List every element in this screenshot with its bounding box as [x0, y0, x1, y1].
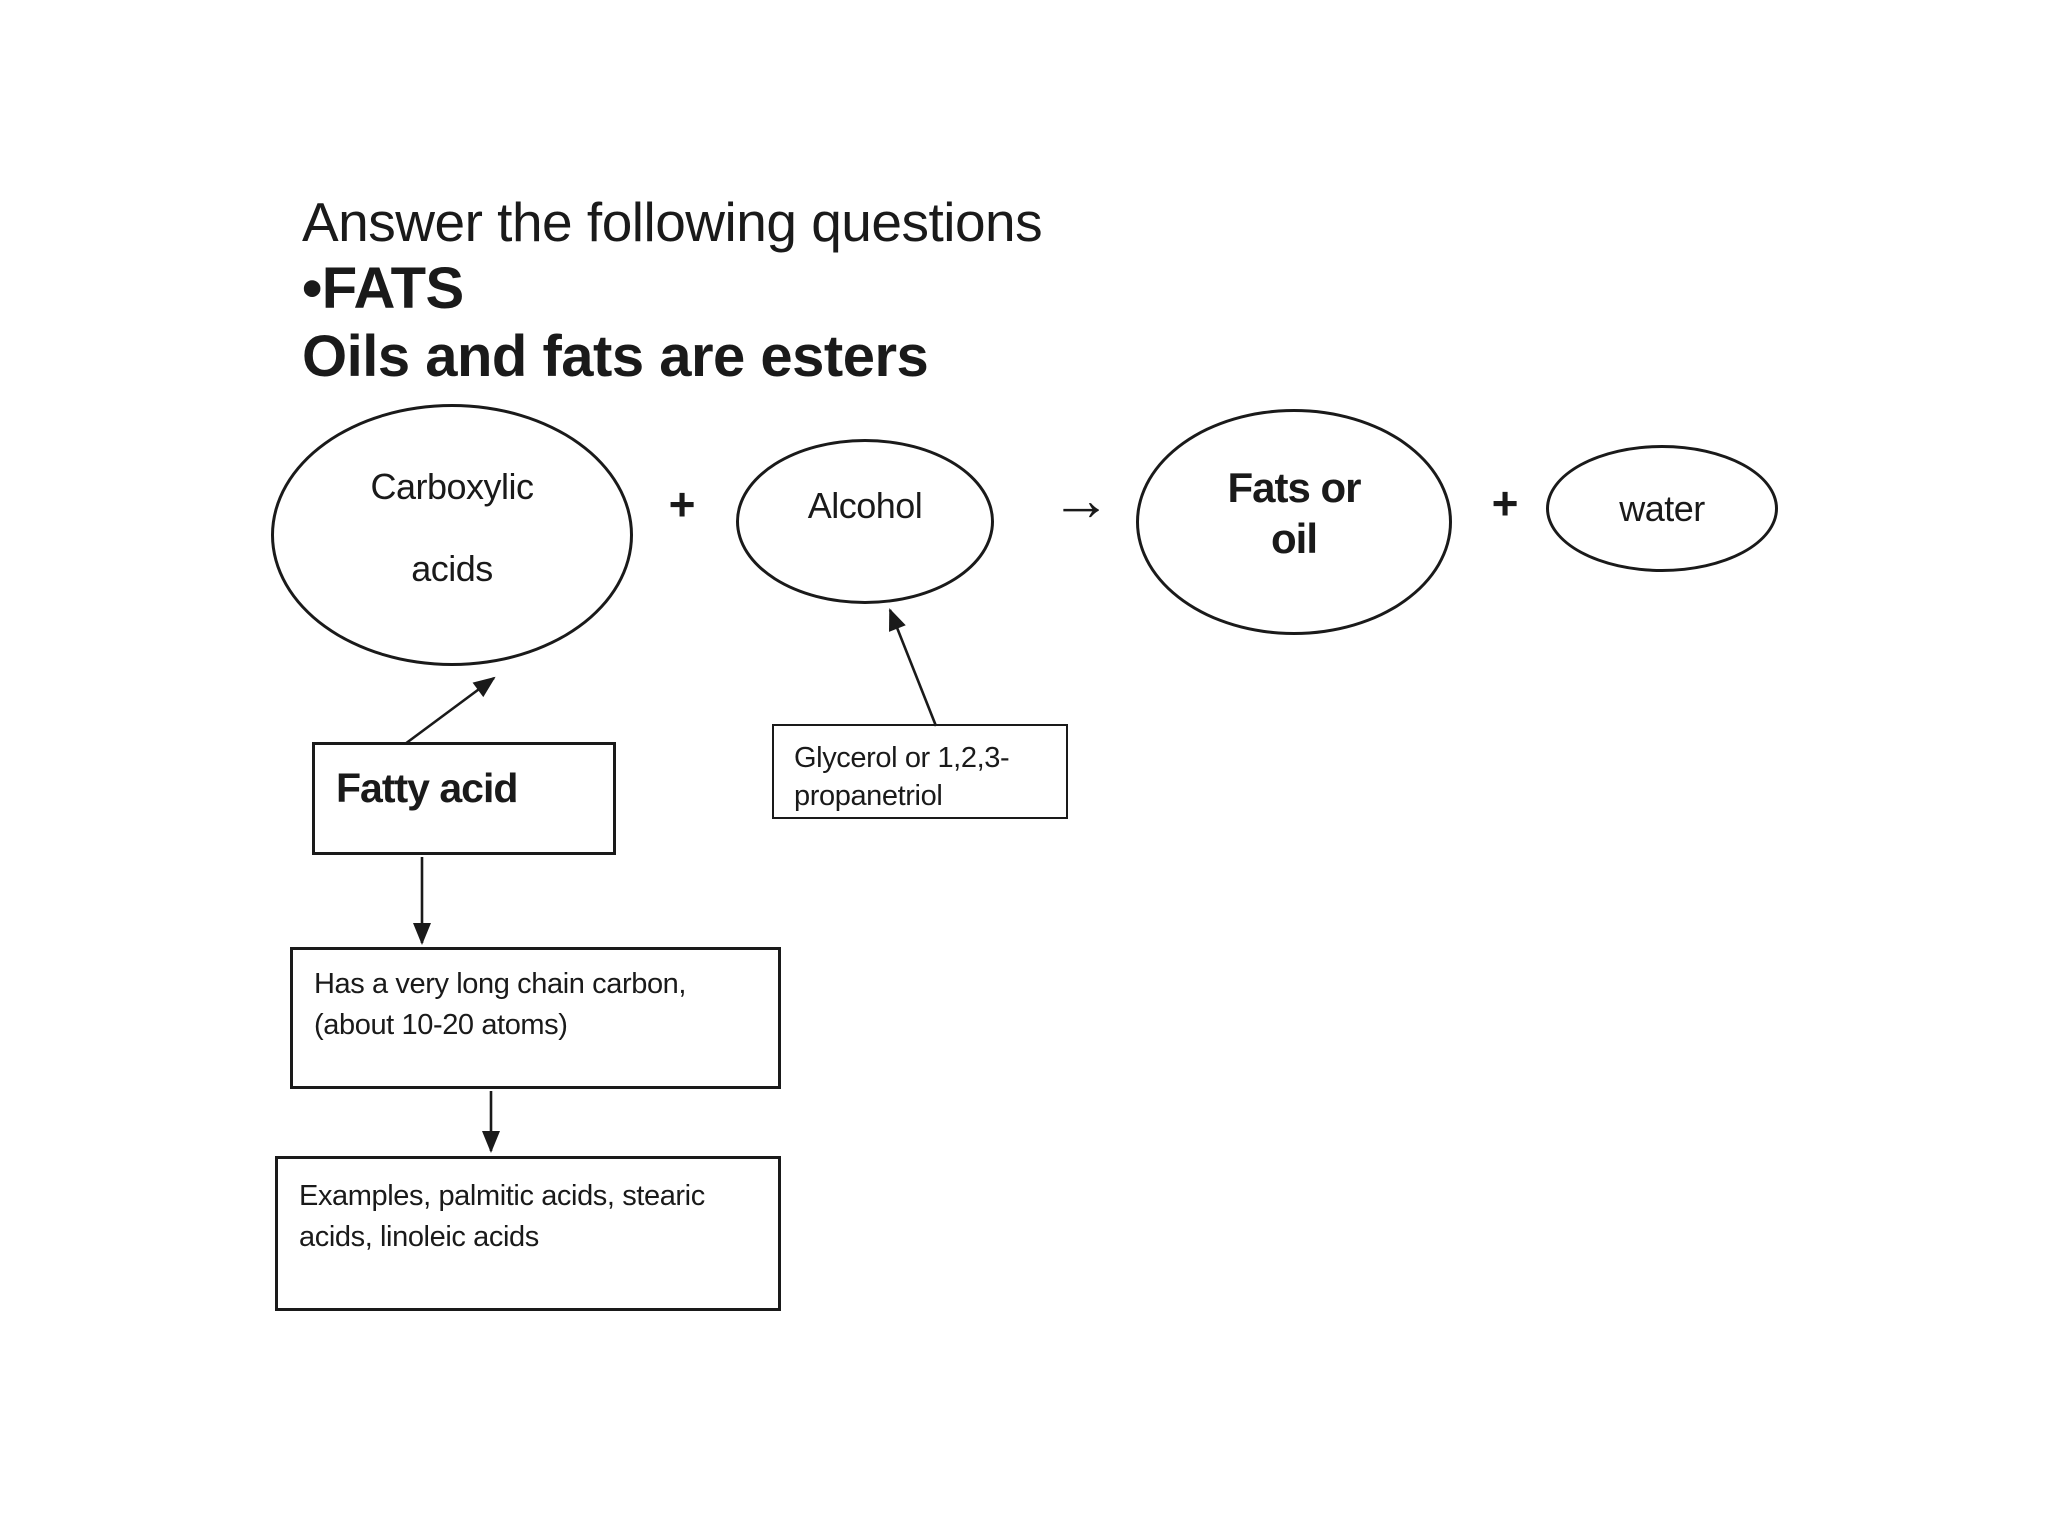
arrow-glycerol-to-alcohol [888, 608, 938, 727]
examples-label-line2: acids, linoleic acids [299, 1221, 539, 1253]
examples-label-line1: Examples, palmitic acids, stearic [299, 1180, 705, 1212]
long-chain-box: Has a very long chain carbon, (about 10-… [290, 947, 781, 1089]
carboxylic-acids-ellipse: Carboxylic acids [271, 404, 633, 666]
water-ellipse: water [1546, 445, 1778, 572]
alcohol-ellipse: Alcohol [736, 439, 994, 604]
fatty-acid-box: Fatty acid [312, 742, 616, 855]
yields-arrow-icon: → [1051, 466, 1111, 533]
glycerol-box: Glycerol or 1,2,3- propanetriol [772, 724, 1068, 819]
long-chain-label-line2: (about 10-20 atoms) [314, 1009, 568, 1041]
long-chain-label-line1: Has a very long chain carbon, [314, 968, 687, 1000]
fats-label-line2: oil [1271, 515, 1318, 562]
fatty-acid-label: Fatty acid [336, 765, 518, 811]
bullet-heading-fats: •FATS [302, 256, 464, 321]
examples-box: Examples, palmitic acids, stearic acids,… [275, 1156, 781, 1311]
glycerol-label-line2: propanetriol [794, 780, 943, 812]
subtitle-oils-esters: Oils and fats are esters [302, 324, 929, 389]
slide-title: Answer the following questions [302, 191, 1043, 253]
water-label: water [1619, 487, 1705, 529]
plus-operator-2: + [1491, 477, 1519, 529]
glycerol-label-line1: Glycerol or 1,2,3- [794, 742, 1010, 774]
carboxylic-label-line1: Carboxylic [370, 466, 534, 507]
fats-or-oil-ellipse: Fats or oil [1136, 409, 1452, 635]
plus-operator-1: + [668, 478, 696, 530]
fats-label-line1: Fats or [1227, 464, 1361, 511]
carboxylic-label-line2: acids [411, 548, 493, 589]
alcohol-label: Alcohol [807, 484, 923, 526]
arrow-fatty-to-carboxylic [404, 676, 496, 746]
